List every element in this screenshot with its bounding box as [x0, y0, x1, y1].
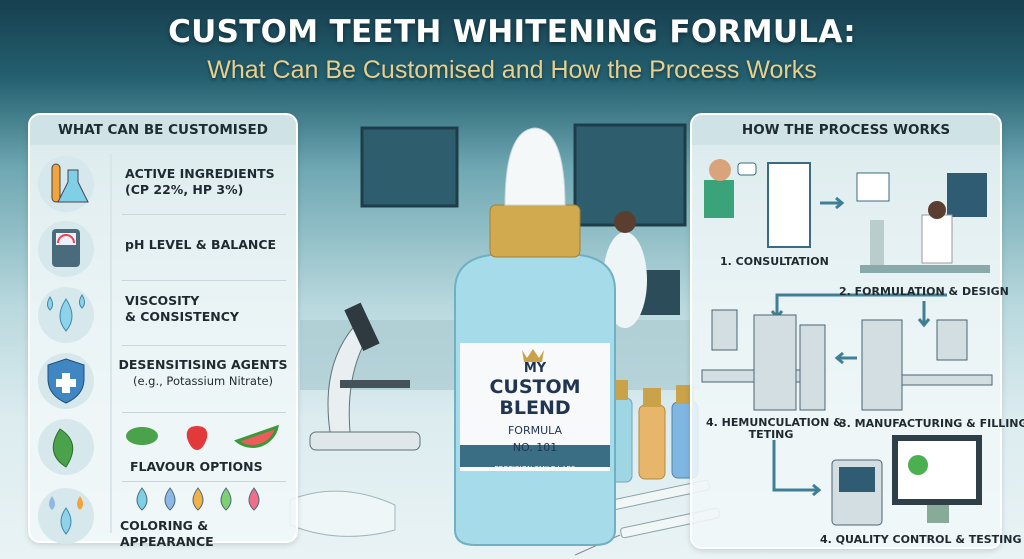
color-drop-swatches: [136, 487, 260, 511]
main-title: CUSTOM TEETH WHITENING FORMULA:: [168, 14, 856, 50]
item-label: DESENSITISING AGENTS: [118, 357, 288, 372]
label-line-my: MY: [523, 361, 547, 376]
item-detail: & CONSISTENCY: [125, 309, 239, 324]
custom-item-coloring: COLORING & APPEARANCE: [30, 482, 296, 549]
arrow-icon: [820, 196, 845, 210]
crown-icon: [522, 349, 544, 362]
label-line-custom: CUSTOM: [489, 376, 581, 398]
formulation-illustration: [856, 172, 990, 273]
wall-monitor-right: [573, 123, 687, 227]
item-label: pH LEVEL & BALANCE: [125, 237, 277, 252]
manufacturing-illustration: [861, 319, 993, 411]
item-label: ACTIVE INGREDIENTS: [125, 166, 275, 181]
label-line-formula: FORMULA: [507, 424, 563, 437]
label-brand: PRECISION SMILE LABS: [494, 465, 576, 473]
color-drop-icon: [136, 487, 148, 511]
process-panel: HOW THE PROCESS WORKS 1. CONSULTATION 2.…: [690, 113, 1024, 549]
customisation-heading: WHAT CAN BE CUSTOMISED: [30, 115, 296, 145]
step-manufacturing: 3. MANUFACTURING & FILLING: [839, 417, 1024, 430]
custom-item-desensitising: DESENSITISING AGENTS (e.g., Potassium Nit…: [30, 347, 296, 411]
custom-blend-bottle: [454, 127, 616, 546]
wall-monitor-left: [360, 126, 459, 208]
test-tubes-icon: [38, 156, 94, 212]
item-label: VISCOSITY: [125, 293, 200, 308]
bottle-label: MY CUSTOM BLEND FORMULA NO. 101 PRECISIO…: [460, 360, 610, 478]
arrow-icon: [917, 301, 931, 328]
process-heading: HOW THE PROCESS WORKS: [692, 115, 1000, 145]
color-drop-icon: [192, 487, 204, 511]
flavour-icons: [126, 424, 280, 450]
step-label: 4. HEMUNCULATION &: [706, 416, 843, 429]
customisation-panel: WHAT CAN BE CUSTOMISED ACTIVE INGREDIENT…: [28, 113, 298, 549]
arrow-icon: [770, 293, 947, 320]
consultation-illustration: [704, 159, 811, 248]
item-label: FLAVOUR OPTIONS: [130, 459, 263, 474]
droplets-icon: [38, 287, 94, 343]
microscope-illustration: [309, 302, 421, 451]
mint-leaf-icon: [38, 419, 94, 475]
subtitle: What Can Be Customised and How the Proce…: [207, 56, 817, 84]
custom-item-ph: pH LEVEL & BALANCE: [30, 215, 296, 279]
process-illustrations: [701, 159, 993, 526]
step-formulation: 2. FORMULATION & DESIGN: [839, 285, 1009, 298]
color-drop-icon: [248, 487, 260, 511]
step-consultation: 1. CONSULTATION: [720, 255, 829, 268]
filling-machine-illustration: [701, 309, 826, 411]
mouthguard-tray: [289, 490, 396, 537]
small-bottles: [601, 380, 699, 483]
label-line-blend: BLEND: [499, 397, 571, 419]
step-quality-control: 4. QUALITY CONTROL & TESTING: [820, 533, 1022, 546]
step-hemunculation: 4. HEMUNCULATION &TETING: [706, 417, 843, 441]
ph-meter-icon: [38, 221, 94, 277]
color-drops-icon: [38, 488, 94, 544]
color-drop-icon: [164, 487, 176, 511]
item-label: COLORING & APPEARANCE: [120, 518, 214, 549]
label-line-number: NO. 101: [512, 441, 558, 454]
custom-item-flavour: FLAVOUR OPTIONS: [30, 413, 296, 481]
quality-control-illustration: [831, 435, 982, 526]
color-drop-icon: [220, 487, 232, 511]
item-detail: (CP 22%, HP 3%): [125, 182, 244, 197]
custom-item-active-ingredients: ACTIVE INGREDIENTS(CP 22%, HP 3%): [30, 150, 296, 214]
step-label-2: TETING: [748, 428, 794, 441]
custom-item-viscosity: VISCOSITY& CONSISTENCY: [30, 281, 296, 345]
shield-pill-icon: [38, 353, 94, 409]
item-detail: (e.g., Potassium Nitrate): [132, 374, 274, 388]
arrow-icon: [834, 351, 857, 365]
arrow-icon: [772, 440, 822, 497]
